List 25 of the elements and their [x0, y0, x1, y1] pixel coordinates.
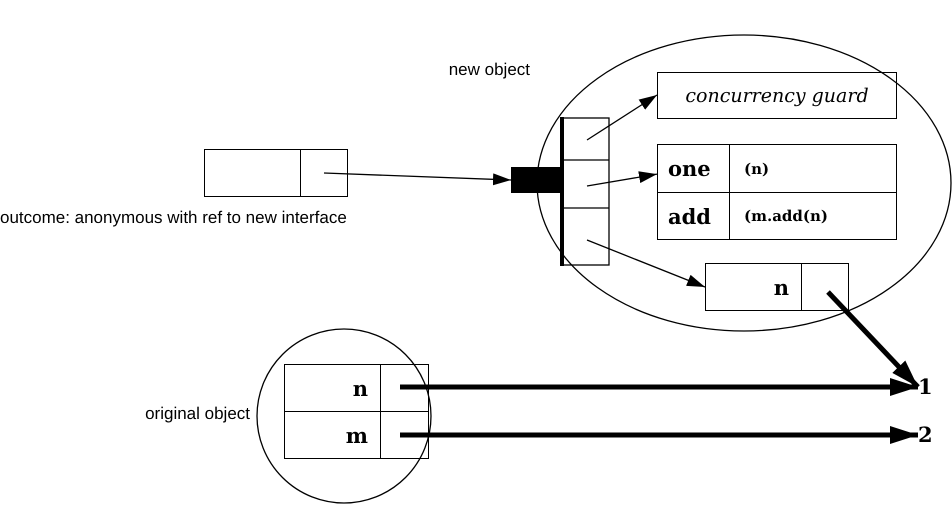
object-title: original object	[145, 404, 250, 424]
field-name: m	[285, 411, 380, 458]
arrow	[586, 239, 706, 288]
arrow	[400, 378, 918, 396]
caption-text: outcome: anonymous with ref to new interface	[0, 207, 348, 229]
object-title: new object	[448, 60, 530, 80]
arrow	[586, 94, 658, 141]
reference-number: 1	[918, 375, 940, 399]
arrow	[586, 171, 658, 187]
pointer-record	[705, 263, 849, 311]
arrow	[826, 290, 920, 389]
field-name: n	[352, 374, 369, 402]
field-name: add	[658, 192, 729, 239]
reference-number: 2	[918, 423, 940, 447]
interface-table	[511, 117, 611, 266]
field-name: one	[667, 155, 712, 183]
arrow	[400, 426, 918, 444]
method-table	[657, 144, 897, 240]
arrow	[324, 172, 512, 186]
table-cell: (n)	[729, 145, 896, 192]
table-cell: (m.add(n)	[729, 192, 896, 239]
pointer-table	[284, 364, 429, 459]
field-name: n	[774, 274, 789, 300]
guard-box	[657, 72, 897, 119]
box-text: concurrency guard	[685, 84, 869, 106]
